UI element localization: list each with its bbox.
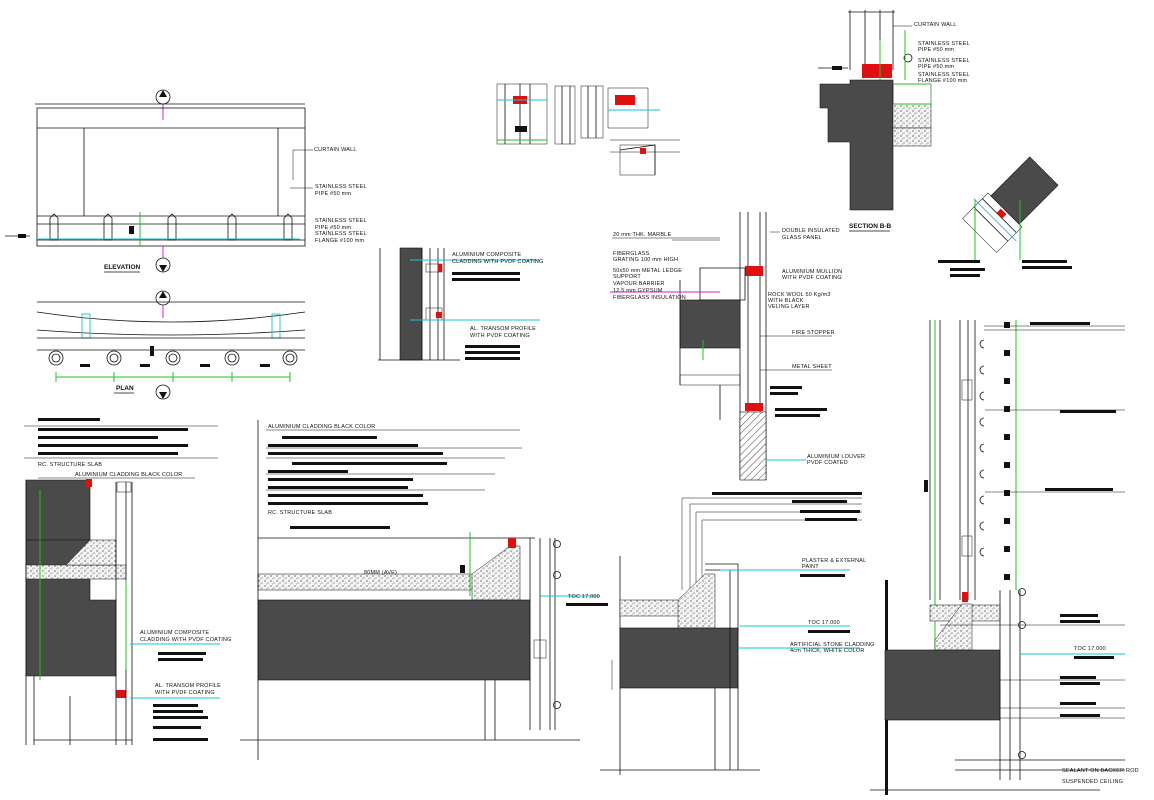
plaster-label-2: PAINT — [802, 564, 819, 570]
marble-section-detail: 20 mm THK. MARBLE FIBERGLASS GRATING 100… — [610, 212, 865, 481]
section-ss2-size: PIPE #50 mm — [918, 64, 954, 70]
section-bb: CURTAIN WALL STAINLESS STEEL PIPE #50 mm… — [818, 10, 970, 232]
rockwool-label-2: WITH BLACK — [768, 298, 804, 304]
middle-detail: ALUMINIUM CLADDING BLACK COLOR RC. STRUC… — [240, 420, 608, 760]
louver-label-2: PVDF COATED — [807, 460, 848, 466]
elevation-ss-pipe-size: PIPE #50 mm — [315, 191, 351, 197]
plan-title: PLAN — [116, 385, 134, 392]
left-cladding-label: ALUMINIUM CLADDING BLACK COLOR — [75, 472, 182, 478]
panel-transom-label: AL. TRANSOM PROFILE — [470, 326, 536, 332]
elevation-ss-pipe2-size: PIPE #50 mm — [315, 225, 351, 231]
small-key-details — [496, 83, 680, 176]
right-detail: PLASTER & EXTERNAL PAINT TOC 17.000 ARTI… — [600, 492, 875, 775]
fiberglass-label: FIBERGLASS — [613, 251, 650, 257]
stone-label: ARTIFICIAL STONE CLADDING — [790, 642, 875, 648]
section-ss1-size: PIPE #50 mm — [918, 47, 954, 53]
elevation-ss-flange-size: FLANGE #100 mm — [315, 238, 364, 244]
left-transom-label: AL. TRANSOM PROFILE — [155, 683, 221, 689]
fiberglass-label-2: GRATING 100 mm HIGH — [613, 257, 678, 263]
corner-detail — [938, 156, 1072, 277]
mullion-label: ALUMINIUM MULLION — [782, 269, 842, 275]
section-ss1-label: STAINLESS STEEL — [918, 41, 970, 47]
marble-label: 20 mm THK. MARBLE — [613, 232, 671, 238]
left-transom-label-2: WITH PVDF COATING — [155, 690, 215, 696]
panel-transom-label-2: WITH PVDF COATING — [470, 333, 530, 339]
gypsum-label: 12.5 mm GYPSUM — [613, 288, 663, 294]
insulation-label: FIBERGLASS INSULATION — [613, 295, 686, 301]
elevation-ss-flange-label: STAINLESS STEEL — [315, 231, 367, 237]
left-slab-label: RC. STRUCTURE SLAB — [38, 462, 102, 468]
mid-dim-label: 80MM (AVE) — [364, 570, 397, 576]
right-toc-label: TOC 17.000 — [808, 620, 840, 626]
elevation-ss-pipe-label: STAINLESS STEEL — [315, 184, 367, 190]
elevation-title: ELEVATION — [104, 264, 141, 271]
section-curtain-wall-label: CURTAIN WALL — [914, 22, 957, 28]
section-ss3-label: STAINLESS STEEL — [918, 72, 970, 78]
section-bb-title: SECTION B-B — [849, 223, 892, 230]
panel-acp-label: ALUMINIUM COMPOSITE — [452, 252, 521, 258]
elevation-view: CURTAIN WALL STAINLESS STEEL PIPE #50 mm… — [5, 89, 367, 273]
left-acp-label: ALUMINIUM COMPOSITE — [140, 630, 209, 636]
mullion-label-2: WITH PVDF COATING — [782, 275, 842, 281]
rockwool-label: ROCK WOOL 50 Kg/m3 — [768, 292, 831, 298]
far-toc-label: TOC 17.000 — [1074, 646, 1106, 652]
panel-acp-label-2: CLADDING WITH PVDF COATING — [452, 259, 544, 265]
dgu-label: DOUBLE INSULATED — [782, 228, 840, 234]
section-ss3-size: FLANGE #100 mm — [918, 78, 967, 84]
section-ss2-label: STAINLESS STEEL — [918, 58, 970, 64]
ledge-label-2: SUPPORT — [613, 274, 641, 280]
panel-detail: ALUMINIUM COMPOSITE CLADDING WITH PVDF C… — [378, 247, 544, 361]
far-right-detail: TOC 17.000 SEALANT ON BACKER ROD SUSPEND… — [870, 320, 1139, 795]
ledge-label: 50x50 mm METAL LEDGE — [613, 268, 682, 274]
mid-toc-label: TOC 17.000 — [568, 594, 600, 600]
stone-label-2: 4cm THICK, WHITE COLOR — [790, 648, 865, 654]
ceiling-label: SUSPENDED CEILING — [1062, 779, 1123, 785]
left-detail: RC. STRUCTURE SLAB ALUMINIUM CLADDING BL… — [24, 418, 232, 745]
left-acp-label-2: CLADDING WITH PVDF COATING — [140, 637, 232, 643]
mid-cladding-label: ALUMINIUM CLADDING BLACK COLOR — [268, 424, 375, 430]
mid-slab-label: RC. STRUCTURE SLAB — [268, 510, 332, 516]
plan-view: PLAN — [36, 290, 306, 400]
vapour-label: VAPOUR BARRIER — [613, 281, 665, 287]
metal-sheet-label: METAL SHEET — [792, 364, 832, 370]
elevation-ss-pipe2-label: STAINLESS STEEL — [315, 218, 367, 224]
sealant-label: SEALANT ON BACKER ROD — [1062, 768, 1139, 774]
plaster-label: PLASTER & EXTERNAL — [802, 558, 866, 564]
dgu-label-2: GLASS PANEL — [782, 235, 822, 241]
louver-label: ALUMINIUM LOUVER — [807, 454, 865, 460]
rockwool-label-3: VELING LAYER — [768, 304, 810, 310]
fire-stopper-label: FIRE STOPPER — [792, 330, 835, 336]
elevation-curtain-wall-label: CURTAIN WALL — [314, 147, 357, 153]
